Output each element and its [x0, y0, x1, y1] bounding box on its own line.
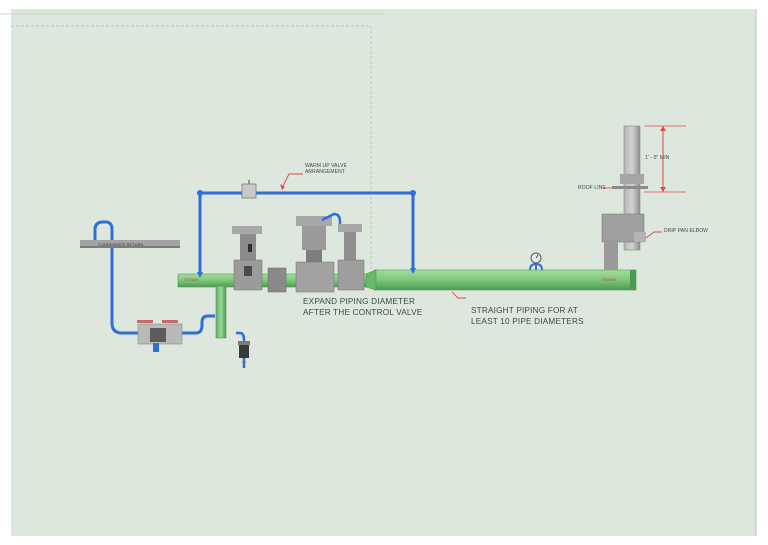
- bypass-elbow-right: [410, 190, 416, 196]
- condensate-return-shadow: [80, 246, 180, 248]
- pressure-gauge-icon: [529, 252, 543, 271]
- leader-line-straight-piping: [451, 291, 466, 299]
- pipe-end-cap: [630, 270, 636, 290]
- bypass-inlet-arrow: [197, 272, 203, 278]
- warm-up-valve-label: WARM UP VALVE ARRANGEMENT: [305, 163, 347, 175]
- trap-tag-right: [162, 320, 178, 323]
- warm-up-bypass-line: [198, 191, 415, 275]
- condensate-return-header: [80, 240, 180, 248]
- drip-leg: [215, 285, 227, 339]
- bypass-elbow-left: [197, 190, 203, 196]
- min-height-label: 1' - 0" MIN: [645, 155, 670, 161]
- control-valve-icon: [295, 212, 342, 293]
- leader-line-drip-pan: [645, 231, 662, 239]
- steam-inlet-tag: STEAM: [184, 277, 198, 282]
- isolation-valve-1: [232, 226, 263, 291]
- roof-line-mark: [612, 186, 648, 189]
- condensate-loop-line: [93, 220, 140, 335]
- trap-tag-left: [137, 320, 153, 323]
- drip-pan-outlet: [634, 232, 646, 242]
- trap-to-drain-line: [181, 314, 215, 335]
- drain-drop-line: [236, 331, 246, 368]
- pipe-reducer: [365, 269, 377, 291]
- warm-up-valve-icon: [241, 183, 257, 199]
- drip-pan-elbow-drain: [604, 240, 618, 270]
- leader-arrow-icon: [282, 173, 303, 187]
- straight-piping-label: STRAIGHT PIPING FOR AT LEAST 10 PIPE DIA…: [471, 306, 584, 326]
- drain-valve-body: [238, 341, 250, 345]
- dimension-arrow-bottom: [660, 187, 666, 192]
- expand-piping-label: EXPAND PIPING DIAMETER AFTER THE CONTROL…: [303, 297, 423, 317]
- trap-strainer: [153, 343, 159, 352]
- vent-riser-collar: [620, 174, 644, 184]
- gate-valve-icon: [337, 224, 365, 291]
- leader-arrowhead-warmup: [280, 184, 285, 190]
- steam-outlet-tag: STEAM: [602, 277, 616, 282]
- drip-pan-elbow-label: DRIP PAN ELBOW: [664, 228, 709, 234]
- condensate-return-label: CONDENSATE RETURN: [98, 242, 144, 247]
- roof-line-label: ROOF LINE: [578, 185, 606, 191]
- strainer-icon: [267, 267, 287, 293]
- steam-trap-icon: [150, 328, 166, 342]
- drain-valve-icon: [239, 344, 249, 358]
- dimension-arrow-top: [660, 126, 666, 131]
- bypass-outlet-arrow: [410, 268, 416, 274]
